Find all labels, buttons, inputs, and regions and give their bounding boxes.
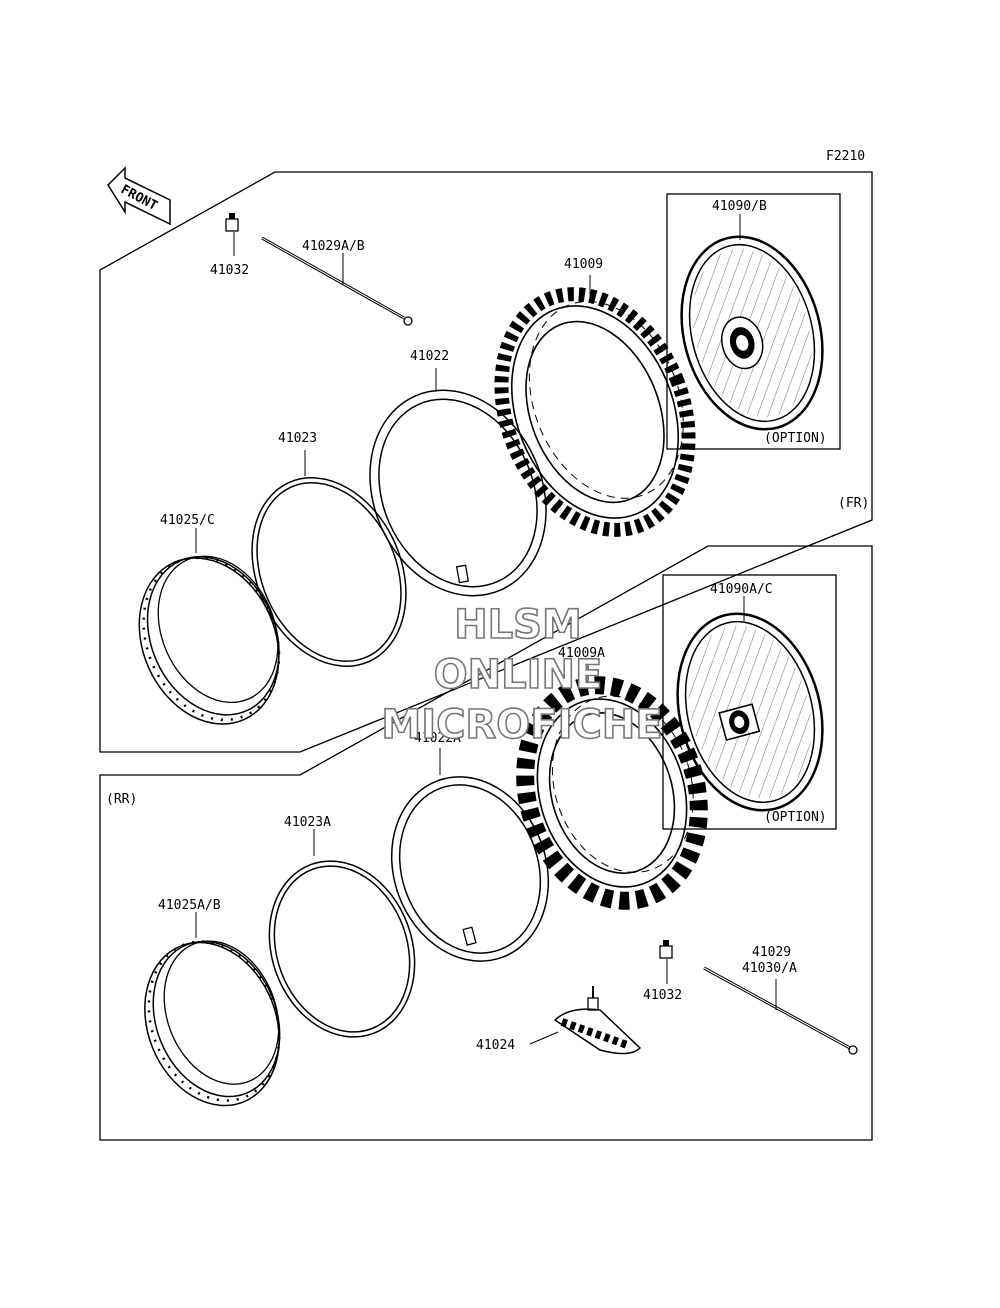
figure-code: F2210 <box>826 149 865 164</box>
label-front-rim: 41025/C <box>160 513 215 528</box>
label-rear-tire: 41009A <box>558 646 605 661</box>
rear-spoke <box>703 966 858 1055</box>
front-valve-cap <box>225 213 239 256</box>
rear-section-label: (RR) <box>106 792 137 807</box>
rear-rim-band <box>268 860 416 1038</box>
watermark-line-1: HLSM <box>454 602 582 648</box>
label-rear-spoke-1: 41029 <box>752 945 791 960</box>
label-rear-spoke-2: 41030/A <box>742 961 797 976</box>
label-front-rim-band: 41023 <box>278 431 317 446</box>
front-rim-band <box>251 477 407 667</box>
front-rim <box>138 555 281 725</box>
label-rear-rim-band: 41023A <box>284 815 331 830</box>
label-front-wheel-assy: 41090/B <box>712 199 767 214</box>
rear-tire <box>516 676 708 910</box>
rear-valve-cap <box>659 940 673 984</box>
watermark-line-3: MICROFICHE <box>381 702 662 748</box>
front-tire <box>494 287 696 537</box>
front-section-label: (FR) <box>838 496 869 511</box>
front-section-frame <box>99 171 873 753</box>
rear-option-box <box>662 574 837 830</box>
front-arrow: FRONT <box>107 166 171 226</box>
front-wheel-assy <box>680 235 824 431</box>
label-rim-lock: 41024 <box>476 1038 515 1053</box>
front-option-box <box>666 193 841 450</box>
rear-tube <box>390 776 550 962</box>
rim-lock <box>529 986 642 1055</box>
label-front-spoke: 41029A/B <box>302 239 365 254</box>
rear-option-label: (OPTION) <box>764 810 827 825</box>
watermark: HLSM ONLINE MICROFICHE <box>381 601 664 749</box>
label-front-valve-cap: 41032 <box>210 263 249 278</box>
rear-rim <box>144 940 281 1107</box>
label-front-tire: 41009 <box>564 257 603 272</box>
watermark-line-2: ONLINE <box>434 652 603 698</box>
label-front-tube: 41022 <box>410 349 449 364</box>
front-spoke <box>261 236 413 326</box>
front-option-label: (OPTION) <box>764 431 827 446</box>
label-rear-valve-cap: 41032 <box>643 988 682 1003</box>
label-rear-rim: 41025A/B <box>158 898 221 913</box>
label-rear-wheel-assy: 41090A/C <box>710 582 773 597</box>
rear-section-frame <box>99 545 873 1141</box>
label-rear-tube: 41022A <box>414 731 461 746</box>
rear-wheel-assy <box>676 612 824 812</box>
